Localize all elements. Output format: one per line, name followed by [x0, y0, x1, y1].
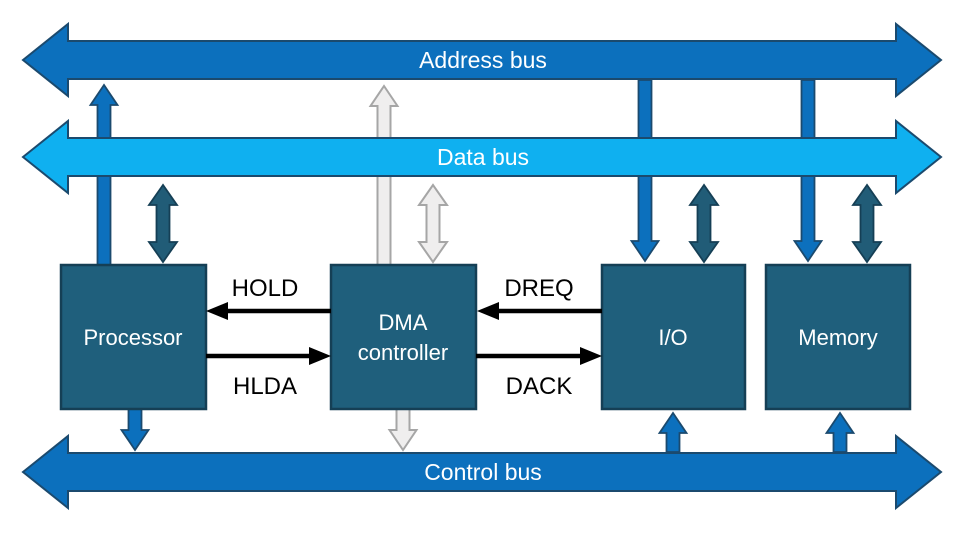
- processor-data-arrow: [147, 183, 179, 264]
- dreq-arrowhead: [477, 302, 499, 320]
- data-bus-label: Data bus: [437, 144, 529, 170]
- hlda-arrowhead: [309, 347, 331, 365]
- dma-label-line2: controller: [358, 340, 448, 365]
- processor-box: [59, 263, 208, 411]
- address-bus: [21, 21, 943, 99]
- io-label: I/O: [658, 325, 687, 350]
- hold-arrowhead: [206, 302, 228, 320]
- dma-control-arrow: [387, 408, 419, 452]
- control-memory-arrow: [824, 411, 856, 453]
- processor-label: Processor: [83, 325, 182, 350]
- memory-data-arrow: [851, 183, 883, 264]
- dack-label: DACK: [506, 373, 573, 400]
- io-box: [600, 263, 747, 411]
- memory-label: Memory: [798, 325, 877, 350]
- dreq-label: DREQ: [504, 275, 573, 302]
- memory-box: [764, 263, 912, 411]
- control-bus: [21, 433, 943, 511]
- address-bus-label: Address bus: [419, 47, 547, 73]
- processor-control-arrow: [119, 408, 151, 452]
- dma-controller-box: [329, 263, 478, 411]
- control-bus-label: Control bus: [424, 459, 542, 485]
- dma-data-arrow: [417, 183, 449, 264]
- control-io-arrow: [657, 411, 689, 453]
- data-bus: [21, 118, 943, 196]
- hold-label: HOLD: [232, 275, 299, 302]
- dma-label-line1: DMA: [379, 310, 428, 335]
- dack-arrowhead: [580, 347, 602, 365]
- io-data-arrow: [688, 183, 720, 264]
- hlda-label: HLDA: [233, 373, 297, 400]
